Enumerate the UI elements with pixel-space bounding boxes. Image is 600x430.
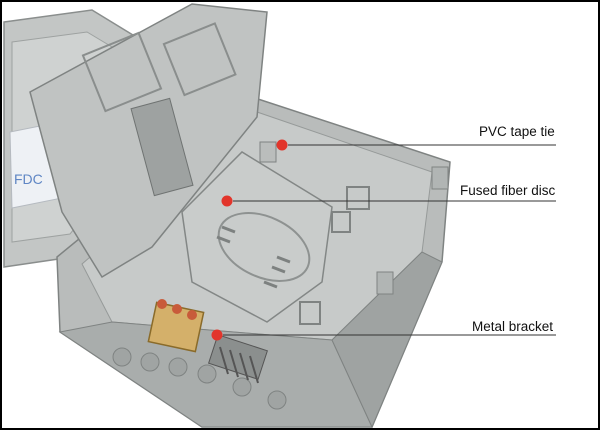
marker-metal-bracket — [211, 329, 223, 341]
upright-tray-frame — [29, 3, 268, 279]
pvc-tape-tie-holders — [259, 141, 370, 325]
marker-fused-fiber-disc — [221, 195, 233, 207]
marker-pvc-tape-tie — [276, 139, 288, 151]
metal-brackets — [147, 299, 268, 384]
label-pvc-tape-tie: PVC tape tie — [479, 124, 555, 139]
fused-fiber-disc — [181, 151, 333, 323]
svg-text:FDC: FDC — [14, 171, 43, 187]
label-fused-fiber-disc: Fused fiber disc — [460, 183, 556, 198]
label-metal-bracket: Metal bracket — [472, 319, 554, 334]
